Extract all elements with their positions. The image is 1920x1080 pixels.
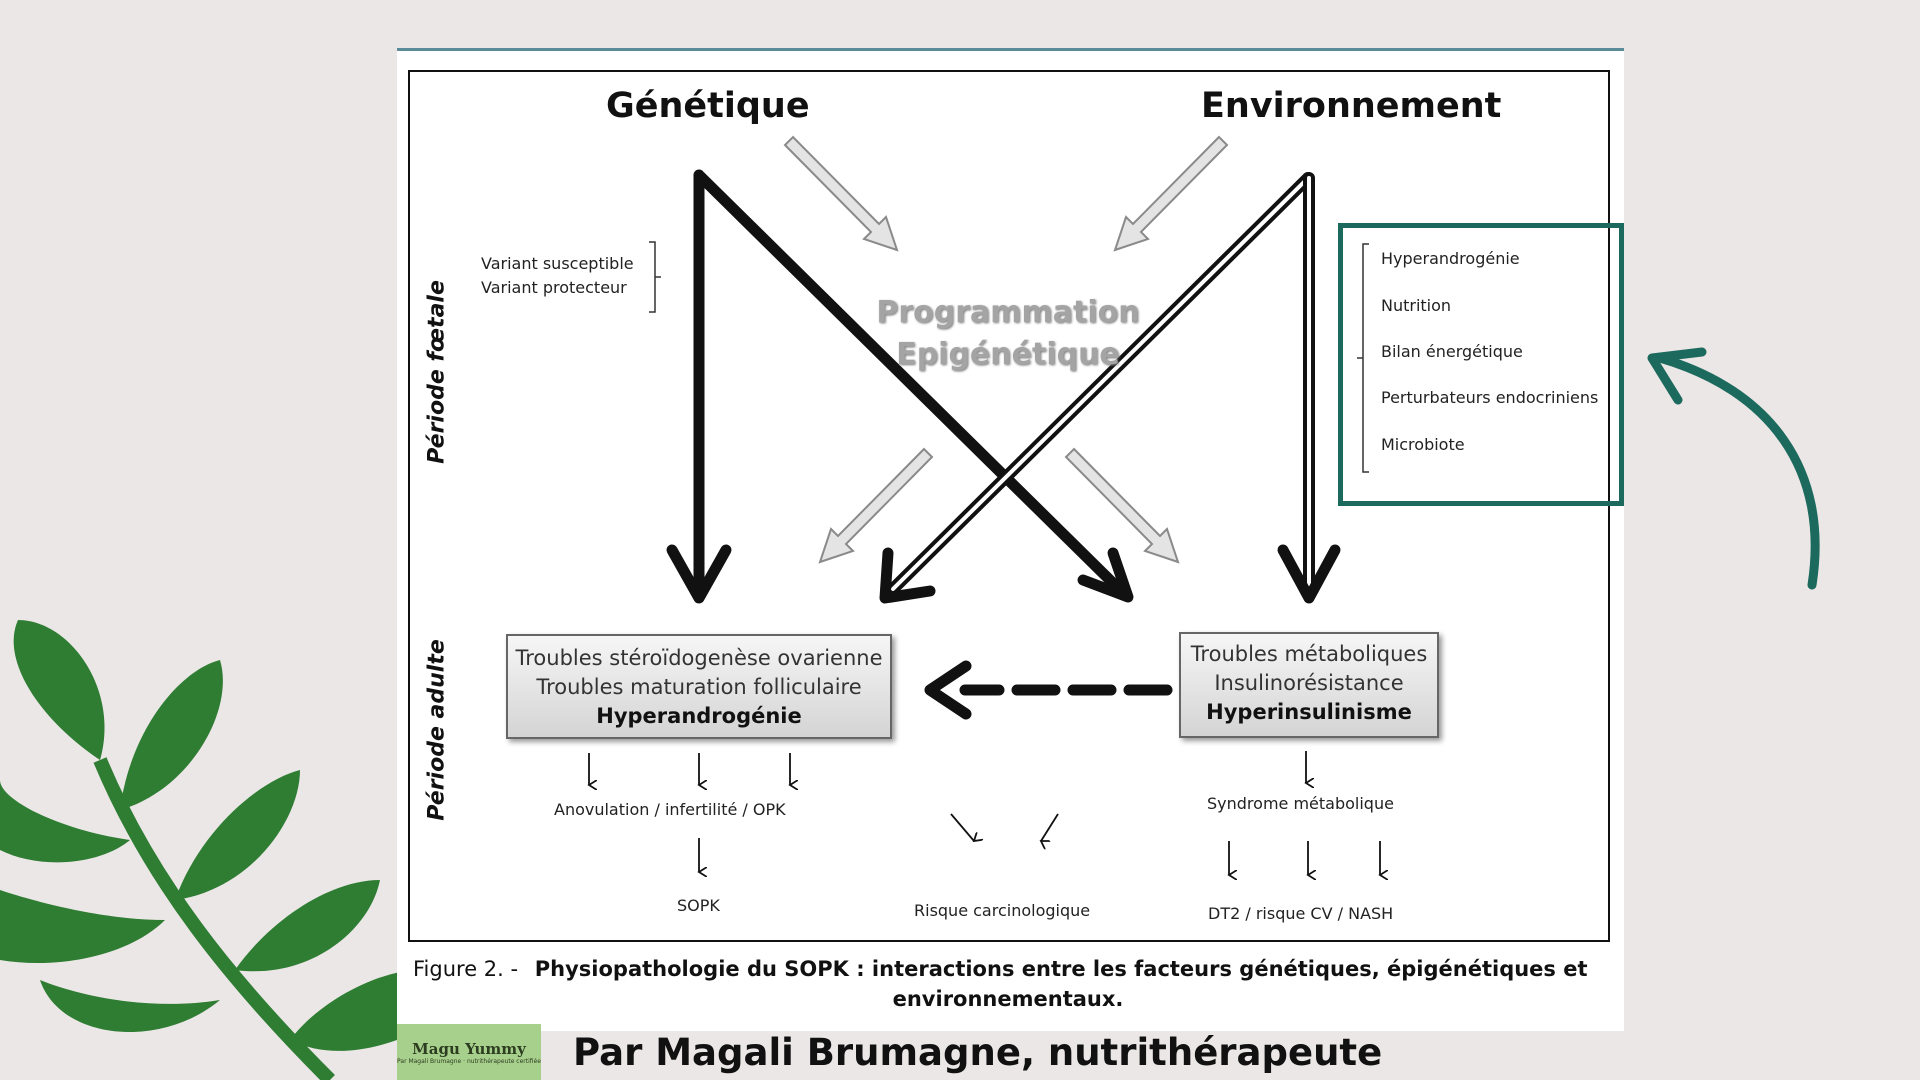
outcome-arrows (589, 751, 1380, 875)
outcome-sopk: SOPK (677, 896, 720, 915)
box-left-line3: Hyperandrogénie (596, 704, 802, 728)
heading-genetique: Génétique (606, 86, 810, 126)
leaf-branch-icon (0, 620, 420, 1080)
heading-environnement: Environnement (1201, 86, 1502, 126)
diagram-frame (408, 70, 1610, 942)
programmation-epigenetique-label: Programmation Epigénétique (876, 292, 1139, 376)
box-right-line3: Hyperinsulinisme (1206, 700, 1412, 724)
caption-title: Physiopathologie du SOPK : interactions … (534, 957, 1588, 981)
factors-bracket (1357, 243, 1369, 473)
box-metabolic-troubles: Troubles métaboliques Insulinorésistance… (1179, 632, 1439, 738)
factor-bilan-energetique: Bilan énergétique (1381, 342, 1523, 361)
epigenetique-line: Epigénétique (896, 337, 1120, 372)
logo-sub-text: Par Magali Brumagne · nutrithérapeute ce… (397, 1057, 541, 1065)
outcome-risque-carcinologique: Risque carcinologique (914, 901, 1091, 920)
factor-hyperandrogenie: Hyperandrogénie (1381, 249, 1520, 268)
factor-nutrition: Nutrition (1381, 296, 1452, 315)
footer-credit: Par Magali Brumagne, nutrithérapeute (573, 1031, 1383, 1074)
figure-caption-line1: Figure 2. - Physiopathologie du SOPK : i… (413, 957, 1588, 981)
factor-microbiote: Microbiote (1381, 435, 1465, 454)
genetic-arrows (666, 169, 1134, 604)
brand-logo: Magu Yummy Par Magali Brumagne · nutrith… (397, 1024, 541, 1080)
box-right-line1: Troubles métaboliques (1190, 642, 1428, 666)
logo-main-text: Magu Yummy (412, 1039, 526, 1058)
environment-arrows (879, 172, 1341, 604)
box-left-line1: Troubles stéroïdogenèse ovarienne (515, 646, 883, 670)
period-adult-label: Période adulte (424, 639, 450, 821)
box-left-line2: Troubles maturation folliculaire (536, 675, 862, 699)
outcome-anovulation: Anovulation / infertilité / OPK (554, 800, 786, 819)
outcome-dt2: DT2 / risque CV / NASH (1208, 904, 1394, 923)
box-ovarian-troubles: Troubles stéroïdogenèse ovarienne Troubl… (506, 634, 892, 739)
outcome-syndrome-metabolique: Syndrome métabolique (1207, 794, 1394, 813)
variant-bracket (649, 241, 661, 313)
factor-perturbateurs: Perturbateurs endocriniens (1381, 388, 1599, 407)
box-right-line2: Insulinorésistance (1214, 671, 1404, 695)
dashed-arrow (924, 660, 1173, 720)
figure-card (397, 48, 1624, 1031)
variant-protecteur: Variant protecteur (481, 278, 627, 297)
variant-susceptible: Variant susceptible (481, 254, 634, 273)
caption-prefix: Figure 2. - (413, 957, 519, 981)
programmation-line: Programmation (876, 295, 1140, 330)
period-foetal-label: Période fœtale (424, 280, 450, 464)
epigenetic-arrows (783, 135, 1229, 564)
curved-arrow-icon (1647, 347, 1820, 590)
highlight-box (1338, 223, 1624, 506)
figure-caption-line2: environnementaux. (892, 987, 1124, 1011)
